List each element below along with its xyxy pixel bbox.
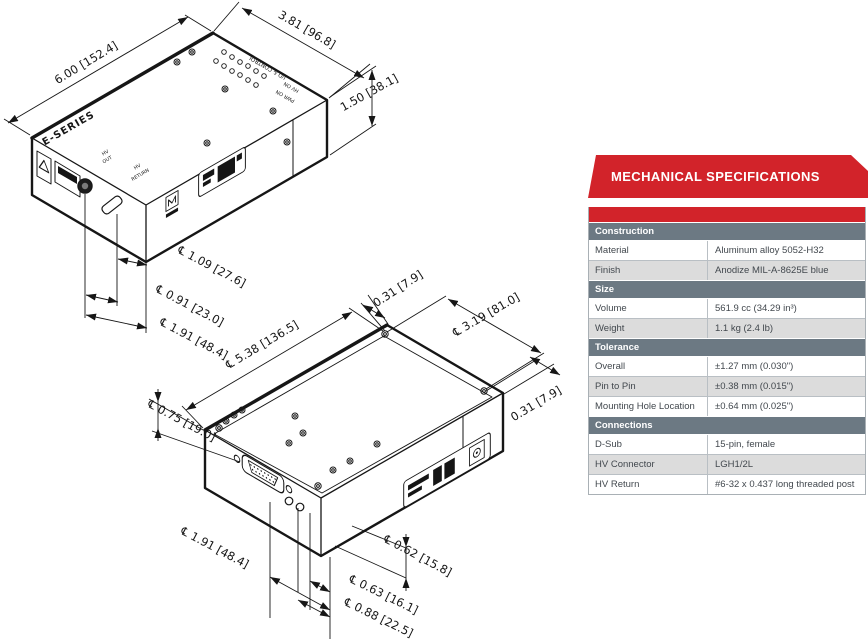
spec-label: Pin to Pin <box>589 377 708 396</box>
lid-screws <box>173 48 291 147</box>
table-row: HV Return #6-32 x 0.437 long threaded po… <box>589 474 865 494</box>
table-row: Material Aluminum alloy 5052-H32 <box>589 241 865 260</box>
table-row: Weight 1.1 kg (2.4 lb) <box>589 318 865 338</box>
spec-value: LGH1/2L <box>715 459 754 470</box>
indicator-led <box>295 502 305 512</box>
section-banner: MECHANICAL SPECIFICATIONS <box>586 155 868 198</box>
spec-value: Anodize MIL-A-8625E blue <box>715 265 829 276</box>
spec-label: Volume <box>589 299 708 318</box>
table-top-bar <box>589 207 865 222</box>
warning-label <box>36 150 52 185</box>
section-header-connections: Connections <box>589 416 865 435</box>
section-header-size: Size <box>589 280 865 299</box>
spec-value: 15-pin, female <box>715 439 776 450</box>
indicator-led <box>284 496 294 506</box>
spec-value: #6-32 x 0.437 long threaded post <box>715 479 855 490</box>
warning-triangle-icon <box>38 159 50 174</box>
table-row: Overall ±1.27 mm (0.030") <box>589 357 865 376</box>
spec-label: HV Return <box>589 475 708 494</box>
dim-flange-right-label: 0.31 [7.9] <box>508 383 564 424</box>
spec-value: Aluminum alloy 5052-H32 <box>715 245 824 256</box>
spec-value: ±1.27 mm (0.030") <box>715 361 794 372</box>
hv-return-post <box>101 195 123 215</box>
front-display-label <box>54 160 81 198</box>
table-row: Volume 561.9 cc (34.29 in³) <box>589 299 865 318</box>
hv-return-label-line1: HV <box>133 162 143 171</box>
spec-label: Mounting Hole Location <box>589 397 708 416</box>
spec-label: Overall <box>589 357 708 376</box>
table-row: Finish Anodize MIL-A-8625E blue <box>589 260 865 280</box>
spec-value: ±0.38 mm (0.015") <box>715 381 794 392</box>
dim-width-label: ℄ 3.19 [81.0] <box>449 290 522 340</box>
top-view-dimensions <box>3 1 377 333</box>
spec-label: Finish <box>589 261 708 280</box>
hv-out-label-line2: OUT <box>102 155 114 165</box>
spec-label: D-Sub <box>589 435 708 454</box>
section-header-tolerance: Tolerance <box>589 338 865 357</box>
table-row: Pin to Pin ±0.38 mm (0.015") <box>589 376 865 396</box>
mounting-holes <box>215 330 488 490</box>
table-row: Mounting Hole Location ±0.64 mm (0.025") <box>589 396 865 416</box>
lid-screws <box>222 406 381 474</box>
spec-value: 1.1 kg (2.4 lb) <box>715 323 774 334</box>
certification-mark <box>165 189 179 213</box>
section-header-construction: Construction <box>589 222 865 241</box>
spec-value: ±0.64 mm (0.025") <box>715 401 794 412</box>
table-row: D-Sub 15-pin, female <box>589 435 865 454</box>
dim-height-cl-label: ℄ 0.75 [19.0] <box>145 396 219 444</box>
table-row: HV Connector LGH1/2L <box>589 454 865 474</box>
spec-value: 561.9 cc (34.29 in³) <box>715 303 797 314</box>
dim-height-label: 1.50 [38.1] <box>338 71 401 114</box>
dim-cl-1-09-label: ℄ 1.09 [27.6] <box>175 242 249 290</box>
section-title: MECHANICAL SPECIFICATIONS <box>611 169 820 184</box>
spec-label: Material <box>589 241 708 260</box>
dim-flange-top-label: 0.31 [7.9] <box>370 267 425 310</box>
bottom-view-dimensions <box>148 294 561 639</box>
io-pin-cluster <box>213 49 267 88</box>
mechanical-specs-table: Construction Material Aluminum alloy 505… <box>588 207 866 495</box>
spec-label: Weight <box>589 319 708 338</box>
dsub-connector <box>233 454 293 494</box>
hv-out-label-line1: HV <box>101 148 111 157</box>
dim-cl-1-91-label: ℄ 1.91 [48.4] <box>178 523 252 571</box>
spec-label: HV Connector <box>589 455 708 474</box>
dim-length-label: ℄ 5.38 [136.5] <box>222 317 301 372</box>
